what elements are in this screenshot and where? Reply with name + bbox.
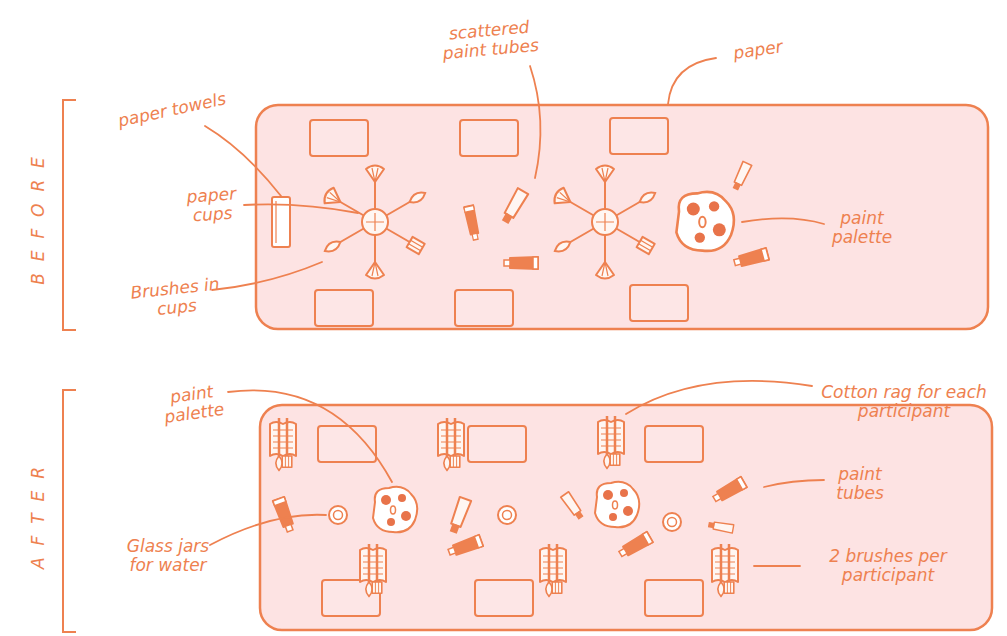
callout-label: scattered paint tubes xyxy=(434,16,547,63)
leader-line xyxy=(668,58,716,104)
glass-jar xyxy=(663,513,681,531)
callout-label: paint tubes xyxy=(825,465,895,503)
leader-line xyxy=(228,390,392,482)
section-bracket xyxy=(63,100,76,330)
paper-sheet xyxy=(455,290,513,326)
paint-tube xyxy=(711,477,746,504)
paint-tube xyxy=(617,532,652,559)
paint-tube xyxy=(731,161,752,190)
paint-tube xyxy=(464,205,480,240)
leader-line xyxy=(754,565,800,567)
paint-tube xyxy=(708,521,734,534)
paint-palette xyxy=(373,487,417,532)
paper-sheet xyxy=(645,580,703,616)
paint-tube xyxy=(273,497,296,533)
paper-sheet xyxy=(460,120,518,156)
callout-label: 2 brushes per participant xyxy=(803,547,973,585)
section-label: BEFORE xyxy=(29,95,48,335)
rag-with-brushes xyxy=(270,418,296,470)
paper-sheet xyxy=(630,285,688,321)
paint-palette xyxy=(595,482,639,527)
callout-label: Brushes in cups xyxy=(129,274,222,321)
paper-sheet xyxy=(315,290,373,326)
table-top xyxy=(256,105,988,329)
rag-with-brushes xyxy=(598,416,624,468)
leader-line xyxy=(626,381,812,414)
paper-sheet xyxy=(468,426,526,462)
callout-label: paper towels xyxy=(106,87,237,133)
table-top xyxy=(260,405,992,630)
glass-jar xyxy=(498,506,516,524)
leader-line xyxy=(764,480,824,487)
leader-line xyxy=(212,262,322,290)
callout-label: Glass jars for water xyxy=(113,537,223,575)
paint-tube xyxy=(448,497,471,534)
callout-label: paper cups xyxy=(176,184,248,227)
callout-label: paper xyxy=(717,35,799,65)
paint-tube xyxy=(561,492,585,520)
paper-sheet xyxy=(310,120,368,156)
leader-line xyxy=(742,218,824,224)
paper-sheet xyxy=(475,580,533,616)
paper-sheet xyxy=(610,118,668,154)
leader-line xyxy=(210,515,326,545)
paper-sheet xyxy=(645,426,703,462)
rag-with-brushes xyxy=(438,418,464,470)
leader-lines xyxy=(205,58,824,566)
paint-palette xyxy=(676,192,734,251)
paint-tube xyxy=(733,248,769,268)
callout-label: Cotton rag for each participant xyxy=(816,383,992,421)
callout-label: paint palette xyxy=(153,380,234,428)
callout-label: paint palette xyxy=(824,209,900,247)
section-bracket xyxy=(63,390,76,632)
cup-cluster xyxy=(322,166,428,279)
paint-tube xyxy=(447,535,483,558)
leader-line xyxy=(244,204,358,213)
paint-tube xyxy=(504,257,538,269)
glass-jar xyxy=(329,506,347,524)
leader-line xyxy=(530,66,540,178)
rag-with-brushes xyxy=(712,544,738,596)
paint-tube xyxy=(500,188,528,224)
section-label: AFTER xyxy=(29,392,48,632)
rag-with-brushes xyxy=(540,544,566,596)
cup-cluster xyxy=(552,166,658,279)
rag-with-brushes xyxy=(360,544,386,596)
towel-fold xyxy=(275,201,276,243)
